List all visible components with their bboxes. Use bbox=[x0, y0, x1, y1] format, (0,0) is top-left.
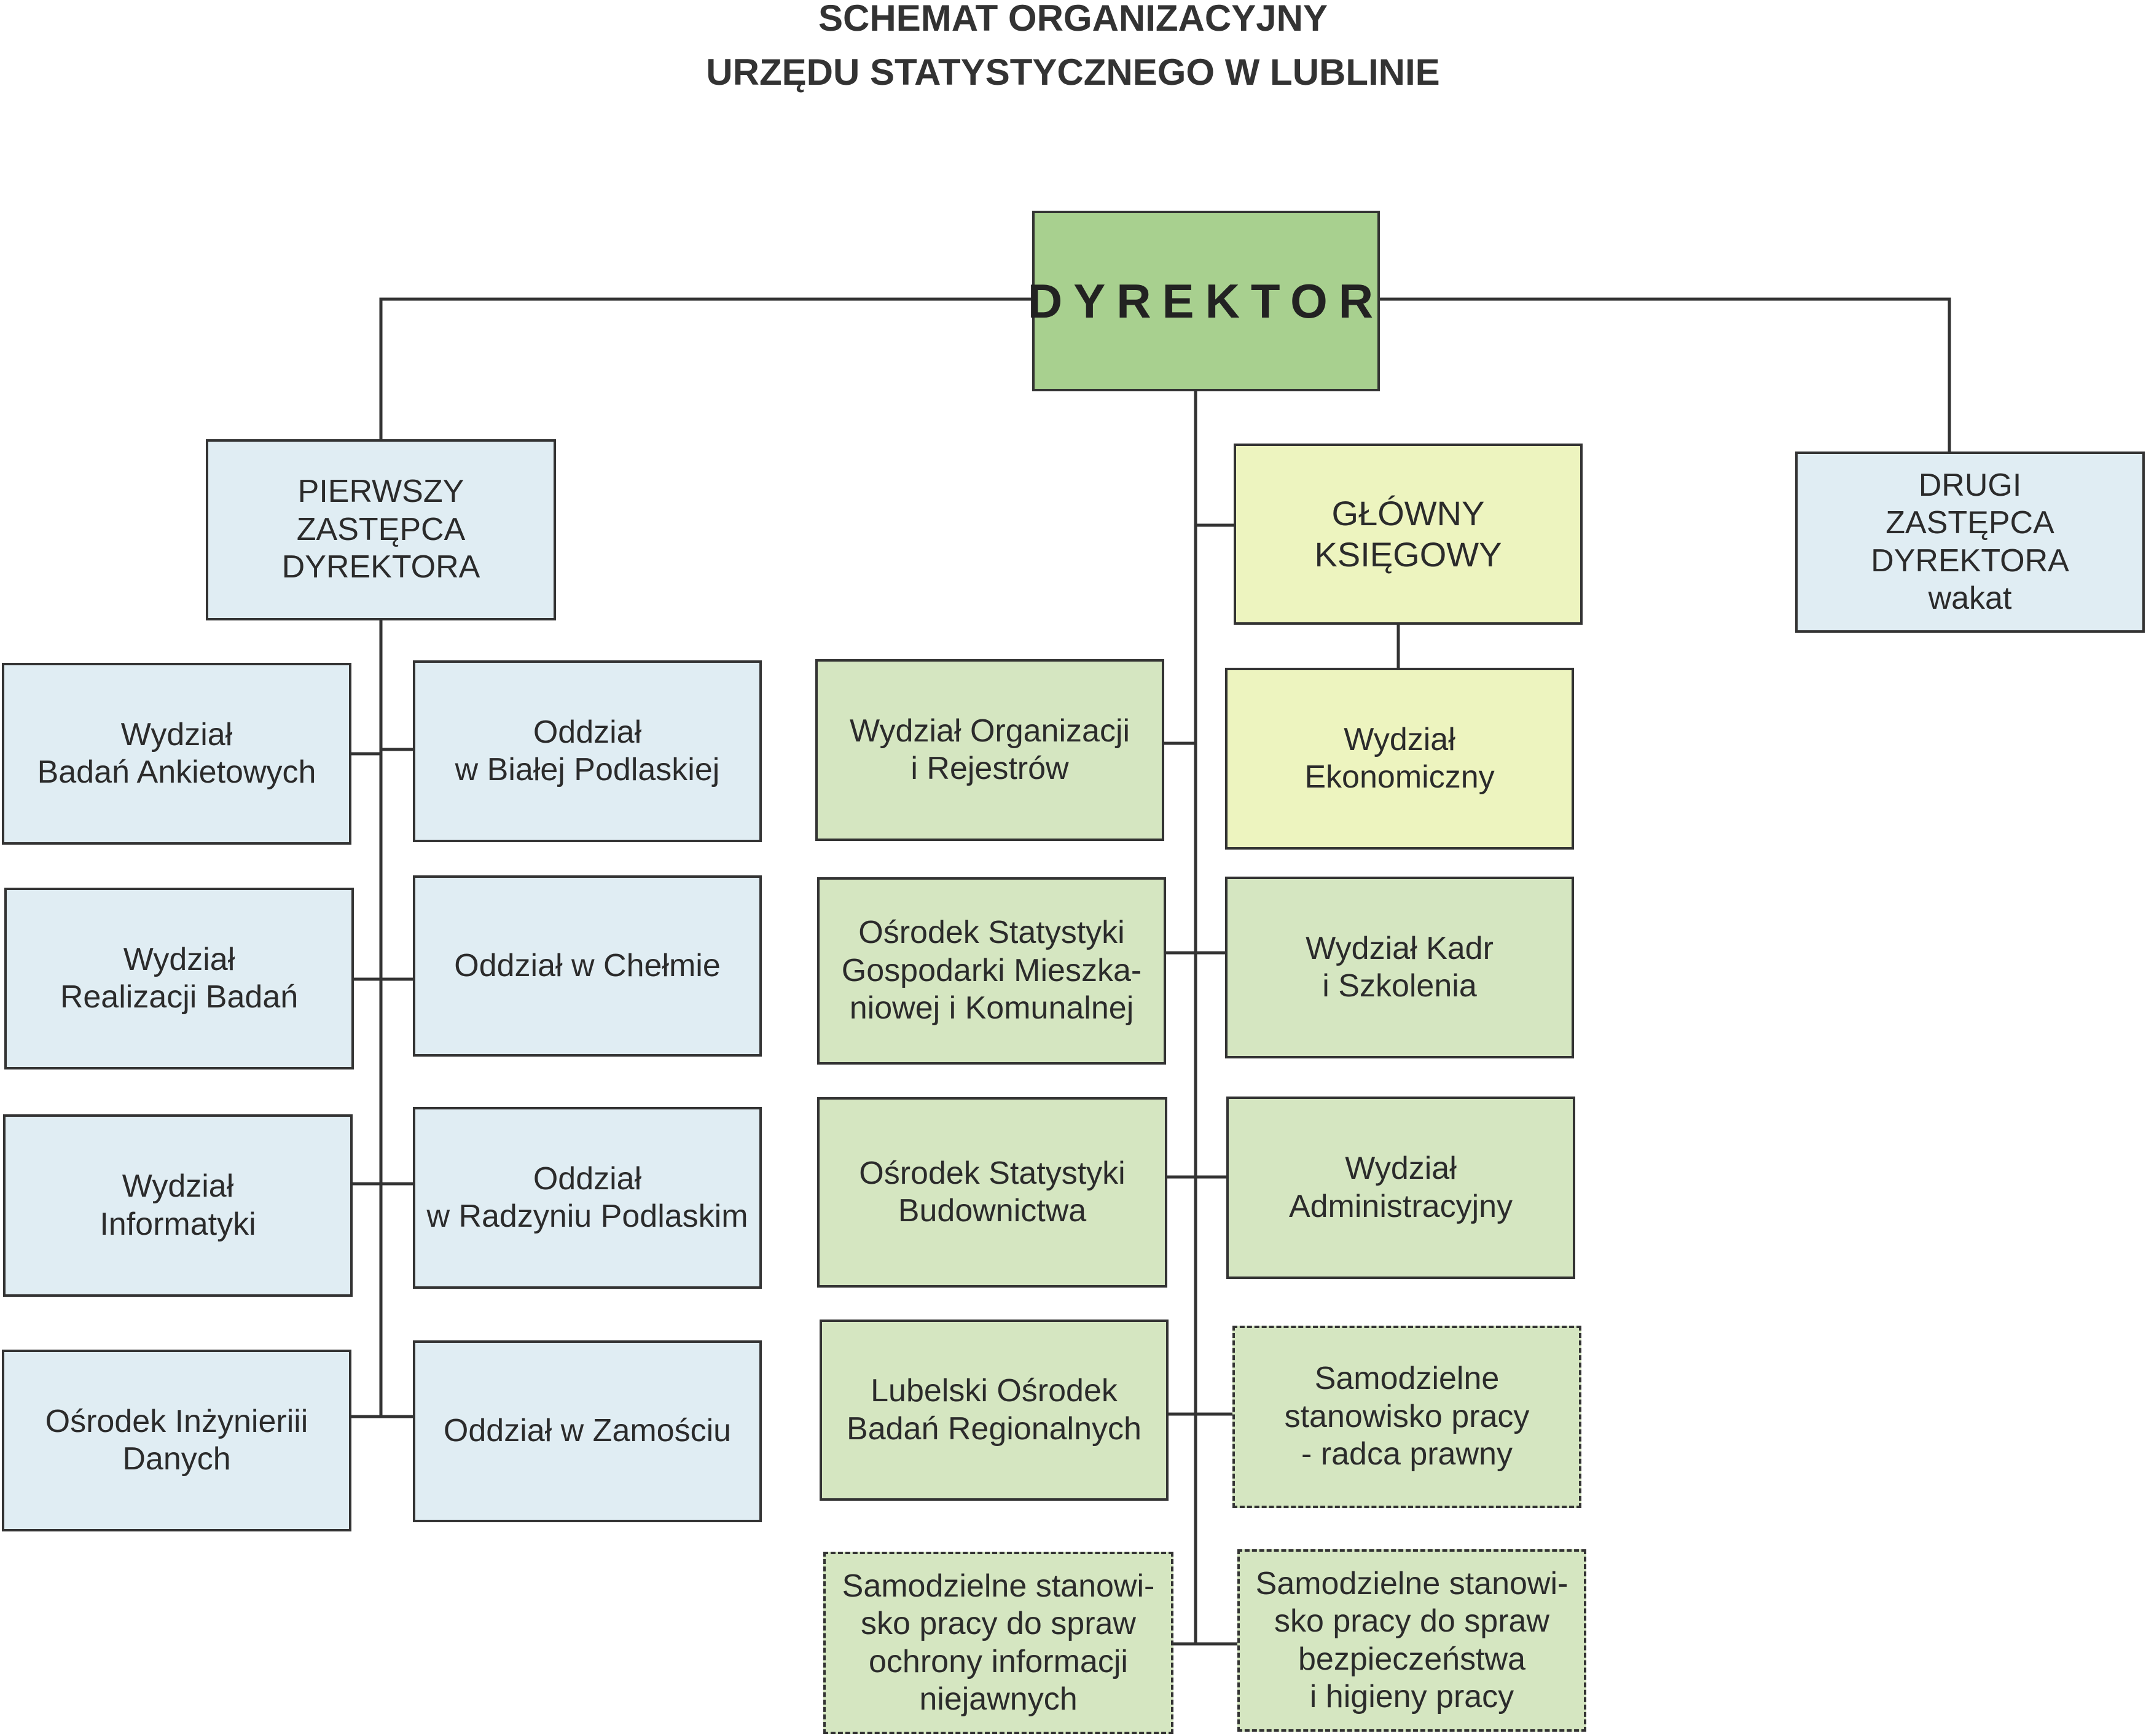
connector-director-first-deputy bbox=[379, 297, 1034, 441]
box-text-line: DRUGI bbox=[1918, 467, 2022, 503]
box-text-line: Wydział bbox=[123, 941, 235, 977]
box-text-line: Realizacji Badań bbox=[60, 979, 299, 1015]
box-text-line: Wydział bbox=[122, 1168, 234, 1205]
unit-stanowisko-bhp: Samodzielne stanowi- sko pracy do spraw … bbox=[1237, 1549, 1586, 1732]
box-text-line: Wydział bbox=[120, 716, 233, 753]
unit-wydzial-kadr-i-szkolenia: Wydział Kadr i Szkolenia bbox=[1225, 877, 1574, 1058]
box-text-line: sko pracy do spraw bbox=[1274, 1603, 1549, 1640]
box-text-line: Badań Ankietowych bbox=[37, 754, 316, 790]
unit-wydzial-informatyki: Wydział Informatyki bbox=[3, 1114, 353, 1297]
box-text-line: KSIĘGOWY bbox=[1314, 534, 1502, 574]
box-text-line: i Szkolenia bbox=[1322, 968, 1477, 1004]
box-text-line: niowej i Komunalnej bbox=[849, 990, 1134, 1026]
unit-oddzial-chelm: Oddział w Chełmie bbox=[413, 875, 762, 1057]
box-text-line: bezpieczeństwa bbox=[1298, 1641, 1525, 1677]
box-text-line: Lubelski Ośrodek bbox=[871, 1373, 1118, 1409]
box-text-line: - radca prawny bbox=[1301, 1436, 1513, 1472]
box-text-line: Ośrodek Inżynieriii bbox=[45, 1403, 308, 1439]
connector-stub bbox=[350, 748, 415, 756]
box-text-line: DYREKTORA bbox=[1871, 542, 2069, 579]
box-text-line: Samodzielne bbox=[1314, 1361, 1500, 1397]
box-text-line: Ośrodek Statystyki bbox=[858, 915, 1125, 951]
unit-osrodek-statystyki-budownictwa: Ośrodek Statystyki Budownictwa bbox=[817, 1097, 1167, 1288]
box-text-line: Wydział bbox=[1345, 1151, 1457, 1187]
box-text-line: Oddział bbox=[533, 714, 642, 750]
box-text-line: Budownictwa bbox=[898, 1193, 1087, 1229]
box-text-line: ochrony informacji bbox=[869, 1643, 1128, 1679]
unit-osrodek-statystyki-gospodarki: Ośrodek Statystyki Gospodarki Mieszka- n… bbox=[817, 877, 1166, 1065]
first-deputy-box: PIERWSZY ZASTĘPCA DYREKTORA bbox=[206, 439, 556, 620]
box-text-line: i higieny pracy bbox=[1309, 1678, 1514, 1714]
director-box: DYREKTOR bbox=[1028, 211, 1380, 391]
box-text-line: sko pracy do spraw bbox=[861, 1606, 1136, 1642]
unit-wydzial-administracyjny: Wydział Administracyjny bbox=[1226, 1097, 1575, 1279]
chart-title-line-2: URZĘDU STATYSTYCZNEGO W LUBLINIE bbox=[706, 52, 1440, 93]
chief-accountant-box: GŁÓWNY KSIĘGOWY bbox=[1234, 444, 1583, 625]
box-text-line: wakat bbox=[1928, 580, 2012, 616]
unit-stanowisko-ochrony-informacji: Samodzielne stanowi- sko pracy do spraw … bbox=[823, 1552, 1173, 1734]
box-text-line: Badań Regionalnych bbox=[847, 1410, 1142, 1447]
box-text-line: Samodzielne stanowi- bbox=[842, 1568, 1155, 1604]
unit-wydzial-badan-ankietowych: Wydział Badań Ankietowych bbox=[2, 663, 351, 845]
unit-lubelski-osrodek-badan-regionalnych: Lubelski Ośrodek Badań Regionalnych bbox=[820, 1320, 1169, 1501]
box-text-line: ZASTĘPCA bbox=[1886, 505, 2054, 541]
box-text-line: Gospodarki Mieszka- bbox=[841, 952, 1142, 988]
second-deputy-box: DRUGI ZASTĘPCA DYREKTORA wakat bbox=[1795, 452, 2145, 633]
box-text-line: Ośrodek Statystyki bbox=[859, 1155, 1126, 1191]
box-text-line: GŁÓWNY bbox=[1331, 494, 1485, 533]
box-text-line: Wydział Organizacji bbox=[849, 713, 1130, 749]
box-text-line: DYREKTORA bbox=[281, 549, 480, 585]
box-text-line: Oddział w Zamościu bbox=[443, 1413, 732, 1449]
box-text-line: Samodzielne stanowi- bbox=[1255, 1565, 1568, 1601]
unit-wydzial-ekonomiczny: Wydział Ekonomiczny bbox=[1225, 668, 1574, 850]
box-text-line: Oddział w Chełmie bbox=[454, 947, 721, 983]
box-text-line: stanowisko pracy bbox=[1284, 1398, 1530, 1434]
unit-oddzial-biala-podlaska: Oddział w Białej Podlaskiej bbox=[413, 660, 762, 842]
box-text-line: Ekonomiczny bbox=[1304, 759, 1495, 795]
director-label: DYREKTOR bbox=[1027, 273, 1385, 328]
unit-stanowisko-radca-prawny: Samodzielne stanowisko pracy - radca pra… bbox=[1232, 1326, 1581, 1508]
box-text-line: Oddział bbox=[533, 1160, 642, 1197]
box-text-line: w Białej Podlaskiej bbox=[455, 752, 720, 788]
box-text-line: Danych bbox=[122, 1441, 231, 1477]
box-text-line: w Radzyniu Podlaskim bbox=[426, 1198, 748, 1234]
box-text-line: Wydział bbox=[1344, 721, 1455, 757]
box-text-line: Administracyjny bbox=[1288, 1188, 1513, 1224]
box-text-line: Informatyki bbox=[100, 1206, 256, 1242]
connector-director-second-deputy bbox=[1378, 297, 1951, 453]
box-text-line: i Rejestrów bbox=[910, 751, 1069, 786]
chart-title-line-1: SCHEMAT ORGANIZACYJNY bbox=[818, 0, 1328, 39]
box-text-line: niejawnych bbox=[919, 1681, 1078, 1717]
unit-oddzial-zamosc: Oddział w Zamościu bbox=[413, 1340, 762, 1522]
box-text-line: ZASTĘPCA bbox=[296, 511, 466, 547]
unit-oddzial-radzyn-podlaski: Oddział w Radzyniu Podlaskim bbox=[413, 1107, 762, 1289]
box-text-line: PIERWSZY bbox=[297, 474, 464, 510]
box-text-line: Wydział Kadr bbox=[1306, 930, 1494, 966]
unit-osrodek-inzynierii-danych: Ośrodek Inżynieriii Danych bbox=[2, 1350, 351, 1531]
unit-wydzial-realizacji-badan: Wydział Realizacji Badań bbox=[4, 888, 354, 1069]
unit-wydzial-organizacji-i-rejestrow: Wydział Organizacji i Rejestrów bbox=[815, 659, 1164, 841]
